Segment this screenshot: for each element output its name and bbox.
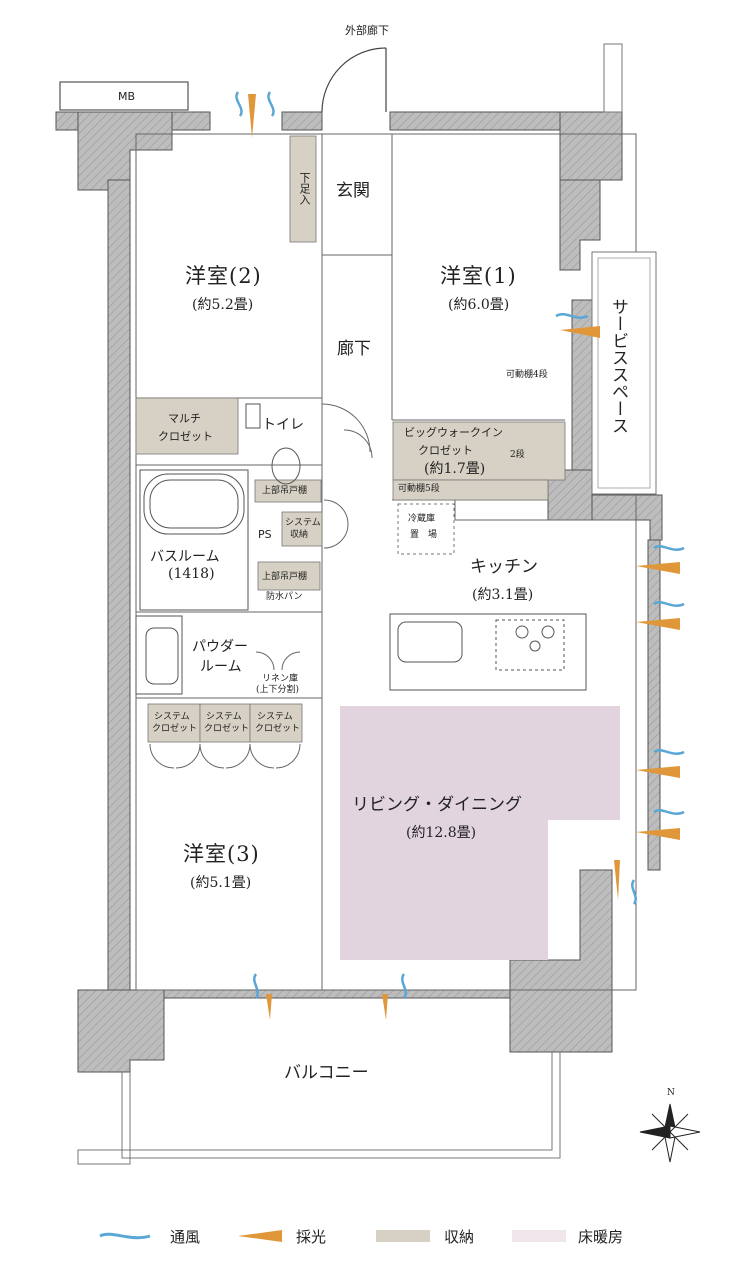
system-closet-3: [249, 703, 303, 743]
storage-swatch-icon: [376, 1230, 430, 1242]
wave-icon: [99, 1232, 151, 1240]
multi-closet: [135, 397, 239, 455]
heating-swatch-icon: [512, 1230, 566, 1242]
legend-wind: 通風: [160, 1224, 200, 1248]
corridor-label: 外部廊下: [345, 24, 389, 37]
fridge-space: [397, 503, 455, 555]
powder-line2: ルーム: [200, 659, 242, 675]
fridge-line2: 置 場: [410, 530, 438, 540]
ps-label: PS: [258, 528, 272, 541]
balcony-label: バルコニー: [284, 1063, 369, 1083]
system-closet-2-line1: システム: [206, 712, 242, 722]
system-closet-1: [147, 703, 201, 743]
system-closet-2: [199, 703, 251, 743]
balcony-frame: [77, 1052, 561, 1165]
triangle-icon: [238, 1230, 282, 1242]
interior-doors: [149, 403, 373, 769]
upper-cab2-label: 上部吊戸棚: [262, 572, 308, 582]
entrance-door: [321, 47, 387, 113]
legend-heating-label: 床暖房: [578, 1227, 624, 1246]
walkin-closet: [392, 421, 566, 481]
toilet-upper-cab: [254, 479, 322, 503]
upper-cab1-label: 上部吊戸棚: [262, 486, 308, 496]
shelf4-label: 可動棚4段: [506, 370, 548, 380]
legend-light-label: 採光: [296, 1227, 327, 1246]
floor-heating-area: [340, 706, 620, 960]
mb-box: [59, 81, 189, 111]
legend-storage-label: 収納: [444, 1227, 475, 1246]
wind-markers: [235, 91, 685, 999]
fridge-line1: 冷蔵庫: [408, 514, 436, 524]
western3-size: (約5.1畳): [190, 875, 252, 891]
light-markers: [248, 94, 680, 1020]
waterproof-label: 防水パン: [266, 592, 303, 602]
western2-size: (約5.2畳): [192, 297, 254, 313]
entrance-label: 玄関: [336, 181, 370, 201]
multi-closet-line1: マルチ: [168, 412, 201, 425]
mb-label: MB: [118, 90, 136, 103]
system-closet-1-line2: クロゼット: [152, 724, 198, 734]
western2-name: 洋室(2): [185, 264, 262, 288]
powder-sink: [135, 615, 183, 695]
walkin-lower: [392, 479, 549, 501]
service-space-label: サービススペース: [608, 298, 628, 434]
western1-size: (約6.0畳): [448, 297, 510, 313]
storage-areas: [135, 135, 566, 743]
kitchen-counter: [389, 613, 587, 691]
bathroom-size: (1418): [168, 566, 215, 582]
kitchen-name: キッチン: [470, 557, 538, 577]
legend-heating: 床暖房: [568, 1224, 623, 1248]
outer-walls: [55, 111, 663, 1073]
walkin-line2: クロゼット: [418, 444, 473, 457]
system-closet-3-line2: クロゼット: [255, 724, 301, 734]
toilet-label: トイレ: [262, 417, 304, 433]
walkin-line1: ビッグウォークイン: [404, 426, 503, 439]
corner-railing: [603, 43, 623, 113]
linen-line1: リネン庫: [262, 674, 299, 684]
bathroom-name: バスルーム: [150, 549, 220, 565]
western1-name: 洋室(1): [440, 264, 517, 288]
shelf2-label: 2段: [510, 450, 525, 460]
system-storage-line2: 収納: [290, 530, 309, 540]
legend-light: 採光: [286, 1224, 326, 1248]
western3-name: 洋室(3): [183, 842, 260, 866]
shoe-box-label: 下足入: [298, 172, 311, 205]
kitchen-size: (約3.1畳): [472, 587, 534, 603]
toilet-fixture: [245, 403, 301, 485]
ld-size: (約12.8畳): [406, 825, 477, 841]
system-closet-3-line1: システム: [257, 712, 293, 722]
hallway-label: 廊下: [337, 339, 371, 359]
shoe-box: [289, 135, 317, 243]
laundry-upper-cab: [257, 561, 321, 591]
system-storage-line1: システム: [285, 518, 321, 528]
linen-line2: (上下分割): [256, 685, 300, 695]
system-closet-2-line2: クロゼット: [204, 724, 250, 734]
system-storage: [281, 511, 323, 547]
powder-line1: パウダー: [192, 639, 248, 655]
bathtub: [139, 469, 249, 611]
legend-storage: 収納: [434, 1224, 474, 1248]
ld-name: リビング・ダイニング: [352, 795, 522, 815]
shelf5-label: 可動棚5段: [398, 484, 440, 494]
compass-rose: [639, 1103, 701, 1163]
legend-wind-label: 通風: [170, 1227, 201, 1246]
walkin-size: (約1.7畳): [424, 461, 486, 477]
multi-closet-line2: クロゼット: [158, 430, 213, 443]
service-space-frame: [591, 251, 657, 495]
compass-north: N: [667, 1088, 675, 1098]
system-closet-1-line1: システム: [154, 712, 190, 722]
